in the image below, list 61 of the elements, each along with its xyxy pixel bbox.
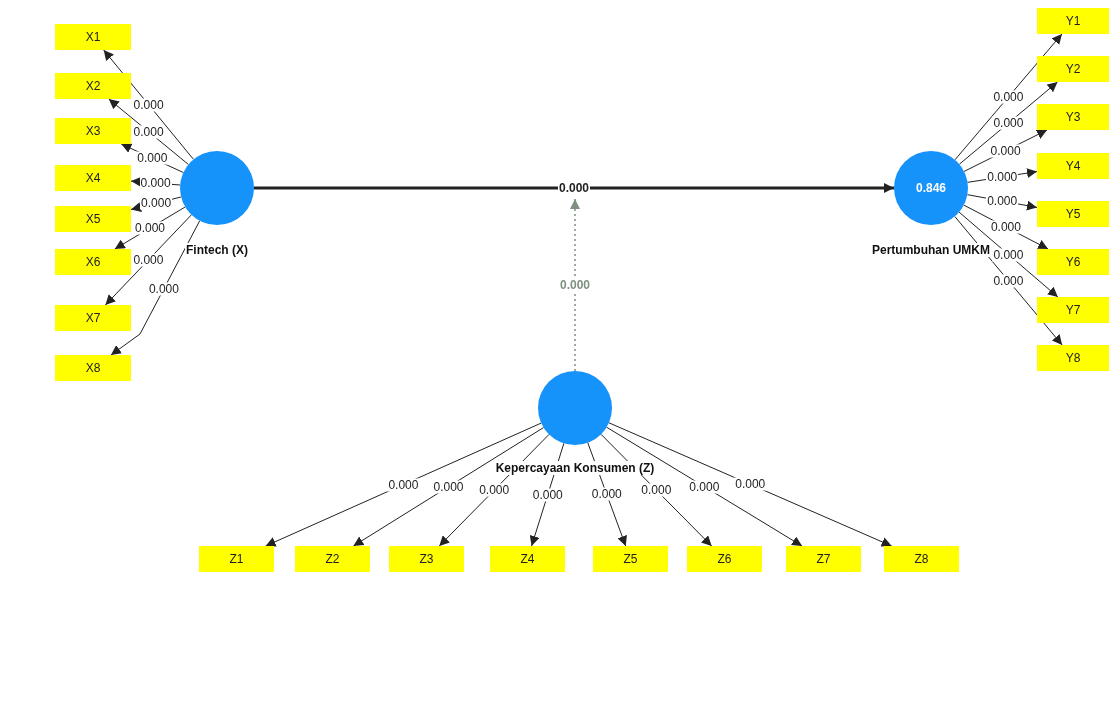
indicator-box: Z1	[199, 546, 274, 572]
edge-label: 0.000	[132, 253, 165, 267]
indicator-box: Z5	[593, 546, 668, 572]
indicator-box: X8	[55, 355, 131, 381]
edge-label: 0.000	[688, 480, 721, 494]
edge-label: 0.000	[132, 125, 165, 139]
edge-label: 0.000	[992, 90, 1025, 104]
edge-label: 0.000	[989, 144, 1022, 158]
dotted-arrow	[570, 198, 580, 372]
edge-label: 0.000	[992, 248, 1025, 262]
edge-label: 0.000	[989, 220, 1022, 234]
edge-label: 0.000	[134, 221, 166, 235]
edge-label: 0.000	[558, 181, 590, 195]
indicator-box: Z3	[389, 546, 464, 572]
arrow	[606, 426, 803, 547]
indicator-box: Z7	[786, 546, 861, 572]
edge-label: 0.000	[992, 274, 1025, 288]
indicator-box: Y6	[1037, 249, 1109, 275]
edge-label: 0.000	[478, 483, 511, 497]
edge-label: 0.000	[139, 176, 172, 190]
edge-label: 0.000	[432, 480, 465, 494]
edge-label: 0.000	[531, 488, 564, 502]
indicator-box: X4	[55, 165, 131, 191]
indicator-box: Z6	[687, 546, 762, 572]
indicator-box: Z8	[884, 546, 959, 572]
arrow	[265, 422, 542, 547]
indicator-box: X5	[55, 206, 131, 232]
edge-label: 0.000	[136, 151, 169, 165]
construct-label: Fintech (X)	[185, 243, 249, 257]
edge-label: 0.000	[640, 483, 673, 497]
indicator-box: Z4	[490, 546, 565, 572]
indicator-box: Y8	[1037, 345, 1109, 371]
indicator-box: Y5	[1037, 201, 1109, 227]
indicator-box: Z2	[295, 546, 370, 572]
r-squared-value: 0.846	[916, 180, 946, 197]
arrow	[608, 422, 893, 547]
arrow	[352, 427, 545, 547]
indicator-box: X1	[55, 24, 131, 50]
edge-label: 0.000	[986, 194, 1019, 208]
indicator-box: Y3	[1037, 104, 1109, 130]
construct-label: Kepercayaan Konsumen (Z)	[494, 461, 656, 475]
edge-label: 0.000	[992, 116, 1025, 130]
indicator-box: X7	[55, 305, 131, 331]
edge-label: 0.000	[387, 478, 420, 492]
indicator-box: X6	[55, 249, 131, 275]
edge-label: 0.000	[140, 196, 173, 210]
indicator-box: Y1	[1037, 8, 1109, 34]
indicator-box: X2	[55, 73, 131, 99]
edge-label: 0.000	[132, 98, 165, 112]
edge-label: 0.000	[734, 477, 767, 491]
indicator-box: Y4	[1037, 153, 1109, 179]
arrow	[254, 183, 894, 193]
edge-label: 0.000	[986, 170, 1019, 184]
edge-label: 0.000	[147, 282, 180, 296]
indicator-box: Y7	[1037, 297, 1109, 323]
edge-label: 0.000	[590, 487, 623, 501]
indicator-box: Y2	[1037, 56, 1109, 82]
arrow	[110, 220, 201, 356]
construct-label: Pertumbuhan UMKM	[871, 243, 991, 257]
edge-label: 0.000	[559, 278, 591, 292]
indicator-box: X3	[55, 118, 131, 144]
